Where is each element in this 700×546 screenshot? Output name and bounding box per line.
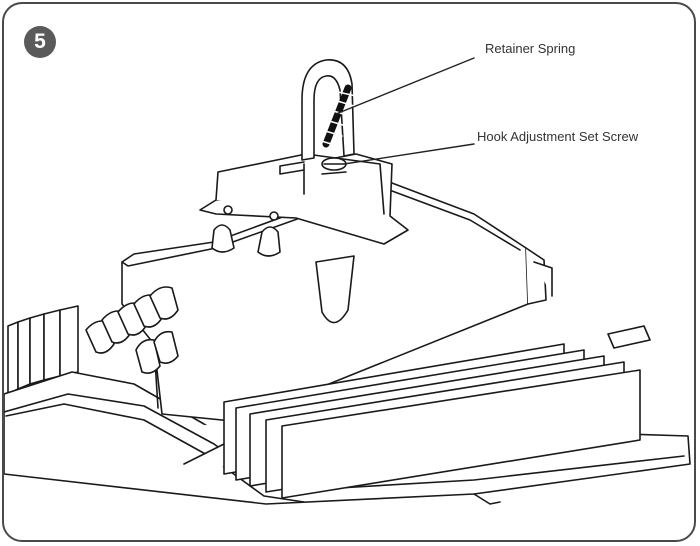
retainer-spring-leader xyxy=(335,57,475,115)
hanging-hook xyxy=(301,59,355,161)
right-heatsink-fins xyxy=(223,343,641,499)
right-tab xyxy=(607,325,651,349)
hook-adjustment-set-screw-label: Hook Adjustment Set Screw xyxy=(477,129,639,144)
retainer-spring-label: Retainer Spring xyxy=(485,41,576,56)
set-screw-leader xyxy=(343,143,475,165)
step-number-badge: 5 xyxy=(24,26,56,58)
fixture-illustration xyxy=(4,57,691,505)
body-recess xyxy=(315,255,355,324)
left-knuckles xyxy=(85,286,179,374)
